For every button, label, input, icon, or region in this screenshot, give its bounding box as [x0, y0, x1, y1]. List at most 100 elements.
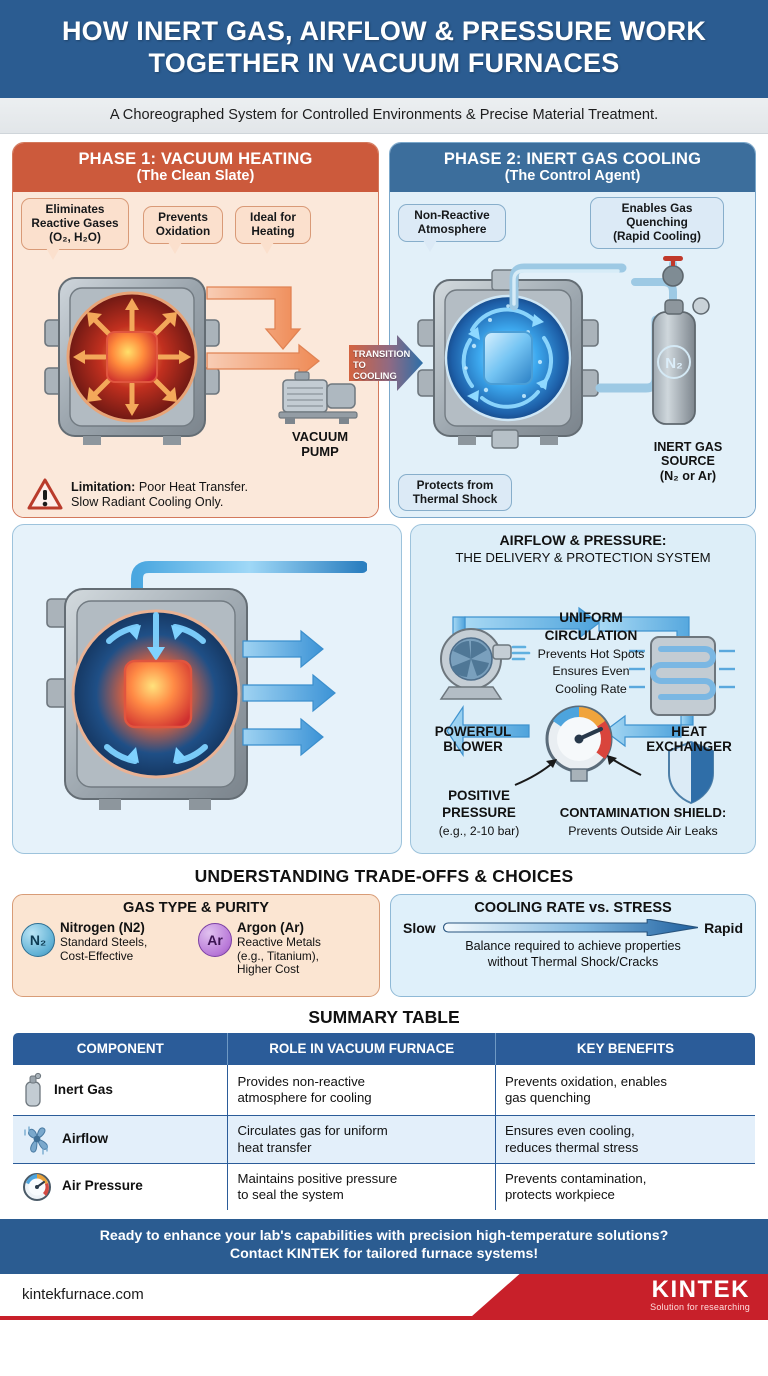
vacuum-furnace-cooling-illustration: [417, 269, 599, 450]
phase-1-body: VACUUM PUMP Eliminates Reactive Gases (O…: [13, 192, 378, 518]
summary-table-title: SUMMARY TABLE: [308, 1007, 460, 1028]
airflow-pressure-panel: AIRFLOW & PRESSURE: THE DELIVERY & PROTE…: [410, 524, 756, 855]
vacuum-pump-label-line1: VACUUM: [291, 429, 349, 445]
tradeoffs-section-title: UNDERSTANDING TRADE-OFFS & CHOICES: [194, 866, 574, 887]
row-component-name: Airflow: [62, 1131, 109, 1147]
heat-flow-arrows: [206, 286, 321, 379]
summary-table-wrapper: COMPONENT ROLE IN VACUUM FURNACE KEY BEN…: [0, 1028, 768, 1211]
transition-line-2: TO COOLING: [353, 358, 397, 381]
col-component: COMPONENT: [13, 1033, 229, 1065]
table-row: Inert Gas Provides non-reactive atmosphe…: [13, 1064, 755, 1116]
callout-line-2: Oxidation: [155, 224, 211, 239]
limitation-text-1: Poor Heat Transfer.: [135, 479, 249, 494]
heat-exchanger-icon: [629, 636, 735, 717]
gauge-icon: [23, 1172, 51, 1201]
phase-2-panel: PHASE 2: INERT GAS COOLING (The Control …: [389, 141, 756, 519]
argon-bubble-icon: Ar: [198, 923, 232, 958]
callout-line-1: Eliminates: [45, 202, 105, 217]
gas-card-title: GAS TYPE & PURITY: [123, 900, 269, 917]
vacuum-pump-label: VACUUM PUMP: [265, 430, 375, 459]
row-benefit-line-1: Prevents oxidation, enables: [504, 1074, 667, 1090]
airflow-title-line-1: AIRFLOW & PRESSURE:: [499, 533, 667, 550]
vacuum-pump-icon: [278, 371, 358, 425]
gas-type-purity-card: GAS TYPE & PURITY N₂ Nitrogen (N2) Stand…: [12, 894, 380, 998]
gas-item-nitrogen: N₂ Nitrogen (N2) Standard Steels, Cost-E…: [21, 920, 194, 976]
uniform-line-3: Prevents Hot Spots: [537, 646, 645, 661]
source-line-1: INERT GAS: [653, 440, 723, 455]
limitation-note: Limitation: Poor Heat Transfer. Slow Rad…: [27, 478, 368, 511]
limitation-label: Limitation:: [71, 479, 136, 494]
callout-line-1: Prevents: [158, 210, 208, 225]
callout-prevents-oxidation: Prevents Oxidation: [143, 206, 223, 254]
tradeoffs-row: GAS TYPE & PURITY N₂ Nitrogen (N2) Stand…: [0, 887, 768, 998]
row-role-line-1: Provides non-reactive: [237, 1074, 366, 1090]
row-role-line-1: Maintains positive pressure: [237, 1170, 398, 1186]
cooling-furnace-panel: [12, 524, 402, 855]
callout-line-1: Enables Gas: [621, 201, 693, 216]
airflow-section: AIRFLOW & PRESSURE: THE DELIVERY & PROTE…: [12, 524, 756, 855]
table-row: Airflow Circulates gas for uniform heat …: [13, 1115, 755, 1164]
pressure-gauge-icon: [545, 705, 613, 783]
contamination-shield-icon: [668, 741, 714, 805]
cooling-rate-arrow: [442, 918, 699, 938]
callout-eliminates-reactive-gases: Eliminates Reactive Gases (O₂, H₂O): [21, 198, 129, 260]
nitrogen-name: Nitrogen (N2): [60, 920, 145, 936]
cta-line-2: Contact KINTEK for tailored furnace syst…: [229, 1245, 539, 1262]
svg-text:N₂: N₂: [665, 355, 683, 372]
rate-note-line-2: without Thermal Shock/Cracks: [487, 954, 659, 969]
furnace-gas-cooling-illustration: [46, 561, 367, 811]
phase-1-subtitle: (The Clean Slate): [136, 168, 255, 185]
table-row: Air Pressure Maintains positive pressure…: [13, 1162, 755, 1210]
row-component-name: Air Pressure: [62, 1178, 143, 1194]
source-line-3: (N₂ or Ar): [659, 468, 717, 483]
vacuum-furnace-heating-illustration: [44, 277, 220, 446]
inert-gas-source-label: INERT GAS SOURCE (N₂ or Ar): [629, 440, 747, 483]
page-title: HOW INERT GAS, AIRFLOW & PRESSURE WORK T…: [61, 16, 707, 78]
callout-line-3: (Rapid Cooling): [613, 229, 701, 244]
uniform-line-5: Cooling Rate: [555, 681, 627, 696]
call-to-action-banner: Ready to enhance your lab's capabilities…: [0, 1218, 768, 1274]
blower-label: POWERFUL BLOWER: [417, 725, 529, 754]
callout-line-2: Atmosphere: [417, 222, 487, 237]
website-url[interactable]: kintekfurnace.com: [22, 1285, 144, 1303]
blower-label-line-1: POWERFUL: [434, 724, 512, 740]
argon-desc-3: Higher Cost: [237, 962, 300, 977]
callout-line-3: (O₂, H₂O): [49, 230, 101, 245]
callout-line-2: Quenching: [626, 215, 688, 230]
callout-non-reactive-atmosphere: Non-Reactive Atmosphere: [398, 204, 506, 252]
nitrogen-desc-2: Cost-Effective: [60, 948, 134, 963]
callout-line-1: Ideal for: [250, 210, 296, 225]
callout-enables-gas-quenching: Enables Gas Quenching (Rapid Cooling): [590, 197, 724, 250]
callout-line-1: Protects from: [416, 477, 494, 492]
pressure-line-2: PRESSURE: [442, 805, 516, 821]
limitation-text-2: Slow Radiant Cooling Only.: [71, 494, 224, 509]
cooling-rate-stress-card: COOLING RATE vs. STRESS Slow Rapid Balan…: [390, 894, 756, 998]
page-subtitle: A Choreographed System for Controlled En…: [109, 106, 659, 123]
argon-desc-1: Reactive Metals: [237, 934, 321, 949]
row-role-line-2: to seal the system: [237, 1186, 344, 1202]
callout-protects-from-thermal-shock: Protects from Thermal Shock: [398, 473, 512, 512]
rate-note-line-1: Balance required to achieve properties: [465, 939, 681, 954]
row-component-name: Inert Gas: [54, 1082, 113, 1098]
summary-table: COMPONENT ROLE IN VACUUM FURNACE KEY BEN…: [12, 1032, 756, 1211]
footer-accent-line: [0, 1315, 768, 1320]
fan-icon: [24, 1125, 49, 1155]
hx-line-1: HEAT: [671, 724, 707, 740]
phase-1-panel: PHASE 1: VACUUM HEATING (The Clean Slate…: [12, 141, 379, 519]
phase-1-header: PHASE 1: VACUUM HEATING (The Clean Slate…: [13, 142, 378, 193]
source-line-2: SOURCE: [661, 454, 715, 469]
nitrogen-desc-1: Standard Steels,: [60, 934, 148, 949]
gas-item-argon: Ar Argon (Ar) Reactive Metals (e.g., Tit…: [198, 920, 371, 976]
vacuum-pump-label-line2: PUMP: [301, 443, 339, 459]
row-benefit-line-2: gas quenching: [504, 1090, 591, 1106]
blower-icon: [439, 628, 531, 701]
airflow-loop-diagram: [439, 607, 735, 805]
phase-1-title: PHASE 1: VACUUM HEATING: [78, 149, 313, 168]
phases-row: PHASE 1: VACUUM HEATING (The Clean Slate…: [0, 134, 768, 519]
callout-line-1: Non-Reactive: [414, 208, 490, 223]
argon-desc-2: (e.g., Titanium),: [237, 948, 319, 963]
contamination-shield-label: CONTAMINATION SHIELD: Prevents Outside A…: [539, 804, 747, 839]
pressure-line-3: (e.g., 2-10 bar): [438, 823, 520, 838]
shield-line-2: Prevents Outside Air Leaks: [568, 823, 718, 838]
warning-triangle-icon: [27, 478, 63, 510]
